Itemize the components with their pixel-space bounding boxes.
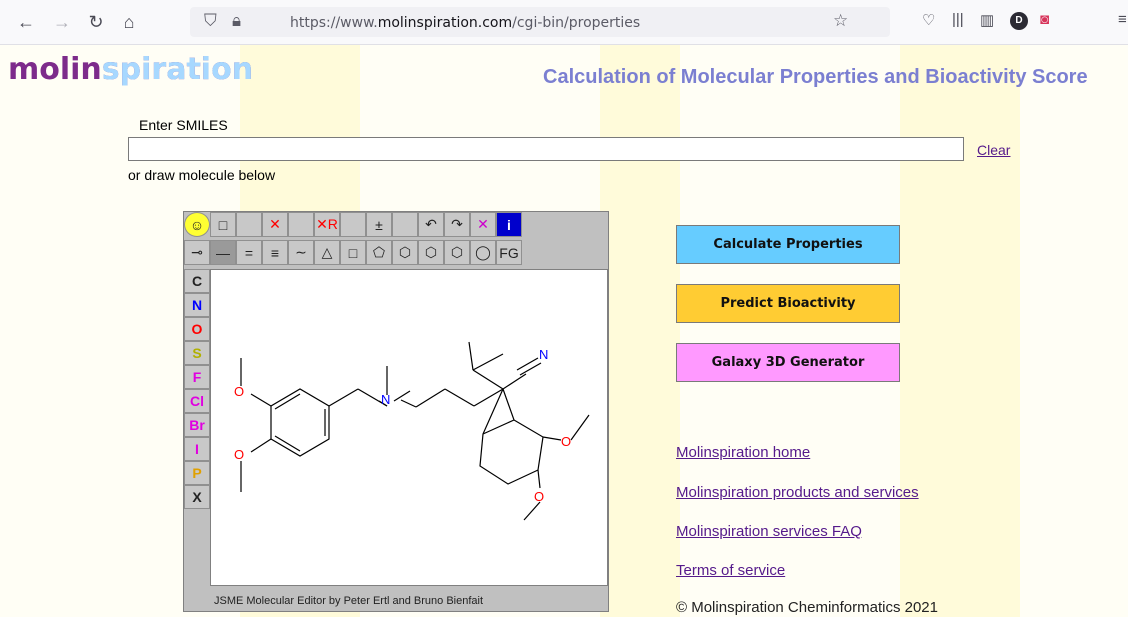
draw-molecule-label: or draw molecule below xyxy=(128,167,276,183)
editor-tool-button[interactable]: ✕ xyxy=(470,212,496,237)
editor-tool-button[interactable]: ✕R xyxy=(314,212,340,237)
account-avatar[interactable]: D xyxy=(1010,12,1028,30)
clear-link[interactable]: Clear xyxy=(977,142,1011,158)
page-title: Calculation of Molecular Properties and … xyxy=(543,66,1088,88)
molinspiration-home-link[interactable]: Molinspiration home xyxy=(676,444,811,461)
element-button[interactable]: I xyxy=(184,437,210,461)
editor-tool-button[interactable]: ⬡ xyxy=(444,240,470,265)
editor-tool-button[interactable] xyxy=(340,212,366,237)
sidebar-icon[interactable]: ▥ xyxy=(980,12,995,29)
editor-tool-button[interactable]: — xyxy=(210,240,236,265)
pocket-icon[interactable]: ♡ xyxy=(922,12,936,29)
menu-icon[interactable]: ≡ xyxy=(1118,11,1127,28)
editor-tool-button[interactable]: □ xyxy=(340,240,366,265)
molecule-drawing: O O N N O O xyxy=(234,341,590,521)
editor-tool-button[interactable]: ↷ xyxy=(444,212,470,237)
smiles-label: Enter SMILES xyxy=(139,117,228,133)
editor-tool-button[interactable]: ∼ xyxy=(288,240,314,265)
atom-oxygen: O xyxy=(534,489,544,504)
url-bar[interactable]: ⛉ 🔒︎ https://www.molinspiration.com/cgi-… xyxy=(190,7,890,37)
editor-tool-button[interactable]: ↶ xyxy=(418,212,444,237)
editor-tool-button[interactable] xyxy=(288,212,314,237)
editor-tool-button[interactable]: ⊸ xyxy=(184,240,210,265)
calculate-properties-button[interactable]: Calculate Properties xyxy=(676,225,900,264)
editor-tool-button[interactable]: ⬡ xyxy=(418,240,444,265)
editor-tool-button[interactable]: ⬠ xyxy=(366,240,392,265)
editor-tool-button[interactable]: ✕ xyxy=(262,212,288,237)
editor-toolbar-bottom: ⊸—=≡∼△□⬠⬡⬡⬡◯FG xyxy=(184,240,522,267)
editor-tool-button[interactable]: ≡ xyxy=(262,240,288,265)
element-button[interactable]: N xyxy=(184,293,210,317)
editor-tool-button[interactable]: ± xyxy=(366,212,392,237)
copyright-text: © Molinspiration Cheminformatics 2021 xyxy=(676,599,938,616)
editor-tool-button[interactable]: FG xyxy=(496,240,522,265)
atom-oxygen: O xyxy=(561,434,571,449)
atom-oxygen: O xyxy=(234,447,244,462)
galaxy-3d-generator-button[interactable]: Galaxy 3D Generator xyxy=(676,343,900,382)
editor-tool-button[interactable]: ◯ xyxy=(470,240,496,265)
editor-credits: JSME Molecular Editor by Peter Ertl and … xyxy=(214,595,484,607)
reload-icon[interactable]: ↻ xyxy=(88,12,104,32)
terms-of-service-link[interactable]: Terms of service xyxy=(676,562,786,579)
element-button[interactable]: Br xyxy=(184,413,210,437)
editor-tool-button[interactable]: □ xyxy=(210,212,236,237)
lock-icon[interactable]: 🔒︎ xyxy=(232,11,242,30)
element-button[interactable]: X xyxy=(184,485,210,509)
back-arrow-icon[interactable]: ← xyxy=(17,12,35,32)
editor-tool-button[interactable]: △ xyxy=(314,240,340,265)
editor-tool-button[interactable]: ☺ xyxy=(184,212,210,237)
forward-arrow-icon[interactable]: → xyxy=(53,12,71,32)
library-icon[interactable]: ||| xyxy=(952,11,964,28)
editor-tool-button[interactable]: = xyxy=(236,240,262,265)
smiles-input[interactable] xyxy=(128,137,964,161)
element-button[interactable]: C xyxy=(184,269,210,293)
atom-nitrogen: N xyxy=(381,392,390,407)
home-icon[interactable]: ⌂ xyxy=(123,12,135,32)
services-faq-link[interactable]: Molinspiration services FAQ xyxy=(676,523,862,540)
element-button[interactable]: O xyxy=(184,317,210,341)
editor-tool-button[interactable]: ⬡ xyxy=(392,240,418,265)
atom-nitrogen: N xyxy=(539,347,548,362)
molinspiration-logo[interactable]: molinspiration xyxy=(8,52,254,87)
editor-tool-button[interactable]: i xyxy=(496,212,522,237)
predict-bioactivity-button[interactable]: Predict Bioactivity xyxy=(676,284,900,323)
browser-toolbar: ← → ↻ ⌂ ⛉ 🔒︎ https://www.molinspiration.… xyxy=(0,0,1128,45)
products-services-link[interactable]: Molinspiration products and services xyxy=(676,484,919,501)
bookmark-star-icon[interactable]: ☆ xyxy=(833,11,849,30)
element-button[interactable]: F xyxy=(184,365,210,389)
element-button[interactable]: P xyxy=(184,461,210,485)
editor-tool-button[interactable] xyxy=(392,212,418,237)
editor-toolbar-top: ☺□✕✕R±↶↷✕i xyxy=(184,212,522,239)
extension-icon[interactable]: ◙ xyxy=(1040,11,1050,28)
drawing-canvas[interactable]: O O N N O O xyxy=(210,269,608,586)
shield-icon[interactable]: ⛉ xyxy=(204,11,217,30)
element-button[interactable]: S xyxy=(184,341,210,365)
editor-tool-button[interactable] xyxy=(236,212,262,237)
url-text: https://www.molinspiration.com/cgi-bin/p… xyxy=(290,15,641,31)
element-button[interactable]: Cl xyxy=(184,389,210,413)
atom-oxygen: O xyxy=(234,384,244,399)
